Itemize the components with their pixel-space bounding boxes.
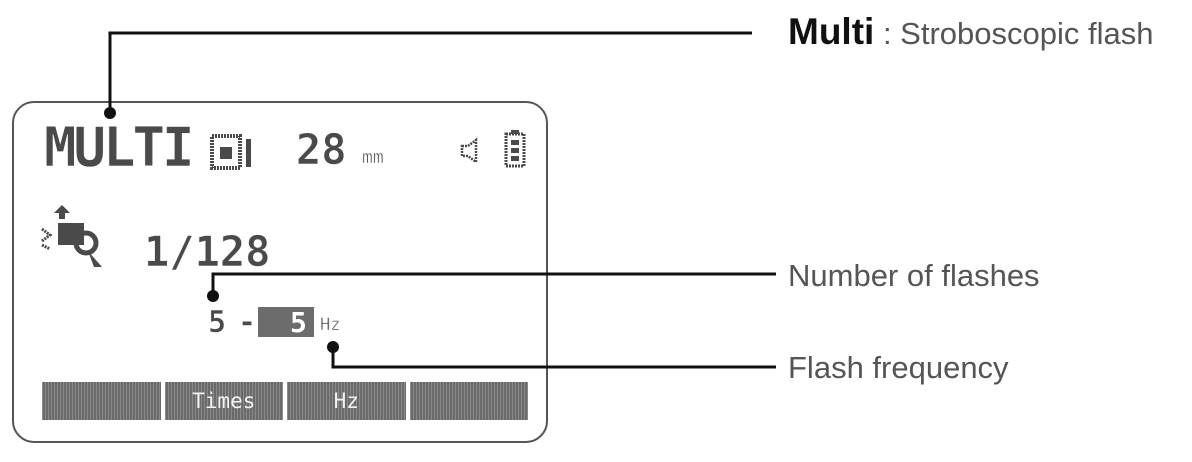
focal-length: 28 xyxy=(296,125,347,174)
softkey-1[interactable] xyxy=(42,382,161,420)
mode-leader-line xyxy=(108,31,752,113)
focal-unit: mm xyxy=(362,147,384,168)
power-ratio: 1/128 xyxy=(144,227,271,276)
lcd-panel: MULTI 28 mm 1/128 5 - 5 Hz Times Hz xyxy=(12,101,548,443)
separator: - xyxy=(238,305,257,340)
softkey-times[interactable]: Times xyxy=(164,382,283,420)
softkey-hz[interactable]: Hz xyxy=(287,382,406,420)
frequency-unit: Hz xyxy=(320,315,341,335)
mode-callout: Multi : Stroboscopic flash xyxy=(788,13,1153,50)
count-leader-line xyxy=(211,272,776,296)
flash-count-value: 5 xyxy=(208,305,227,340)
mode-callout-desc: : Stroboscopic flash xyxy=(882,16,1154,51)
mode-leader-dot xyxy=(104,107,116,119)
frequency-leader-dot xyxy=(327,341,339,353)
count-leader-dot xyxy=(207,290,219,302)
frequency-highlight xyxy=(258,307,314,337)
flash-count-callout: Number of flashes xyxy=(788,258,1040,293)
flash-frequency-value: 5 xyxy=(290,306,307,339)
frequency-leader-line xyxy=(331,347,776,369)
flash-mode-icon xyxy=(210,134,251,170)
softkey-4[interactable] xyxy=(409,382,528,420)
flash-frequency-callout: Flash frequency xyxy=(788,350,1009,385)
flash-head-icon xyxy=(41,205,102,267)
softkey-bar: Times Hz xyxy=(42,382,528,420)
mode-callout-name: Multi xyxy=(788,11,875,52)
mode-indicator: MULTI xyxy=(44,116,195,179)
speaker-icon xyxy=(460,137,478,165)
battery-icon xyxy=(504,130,526,168)
